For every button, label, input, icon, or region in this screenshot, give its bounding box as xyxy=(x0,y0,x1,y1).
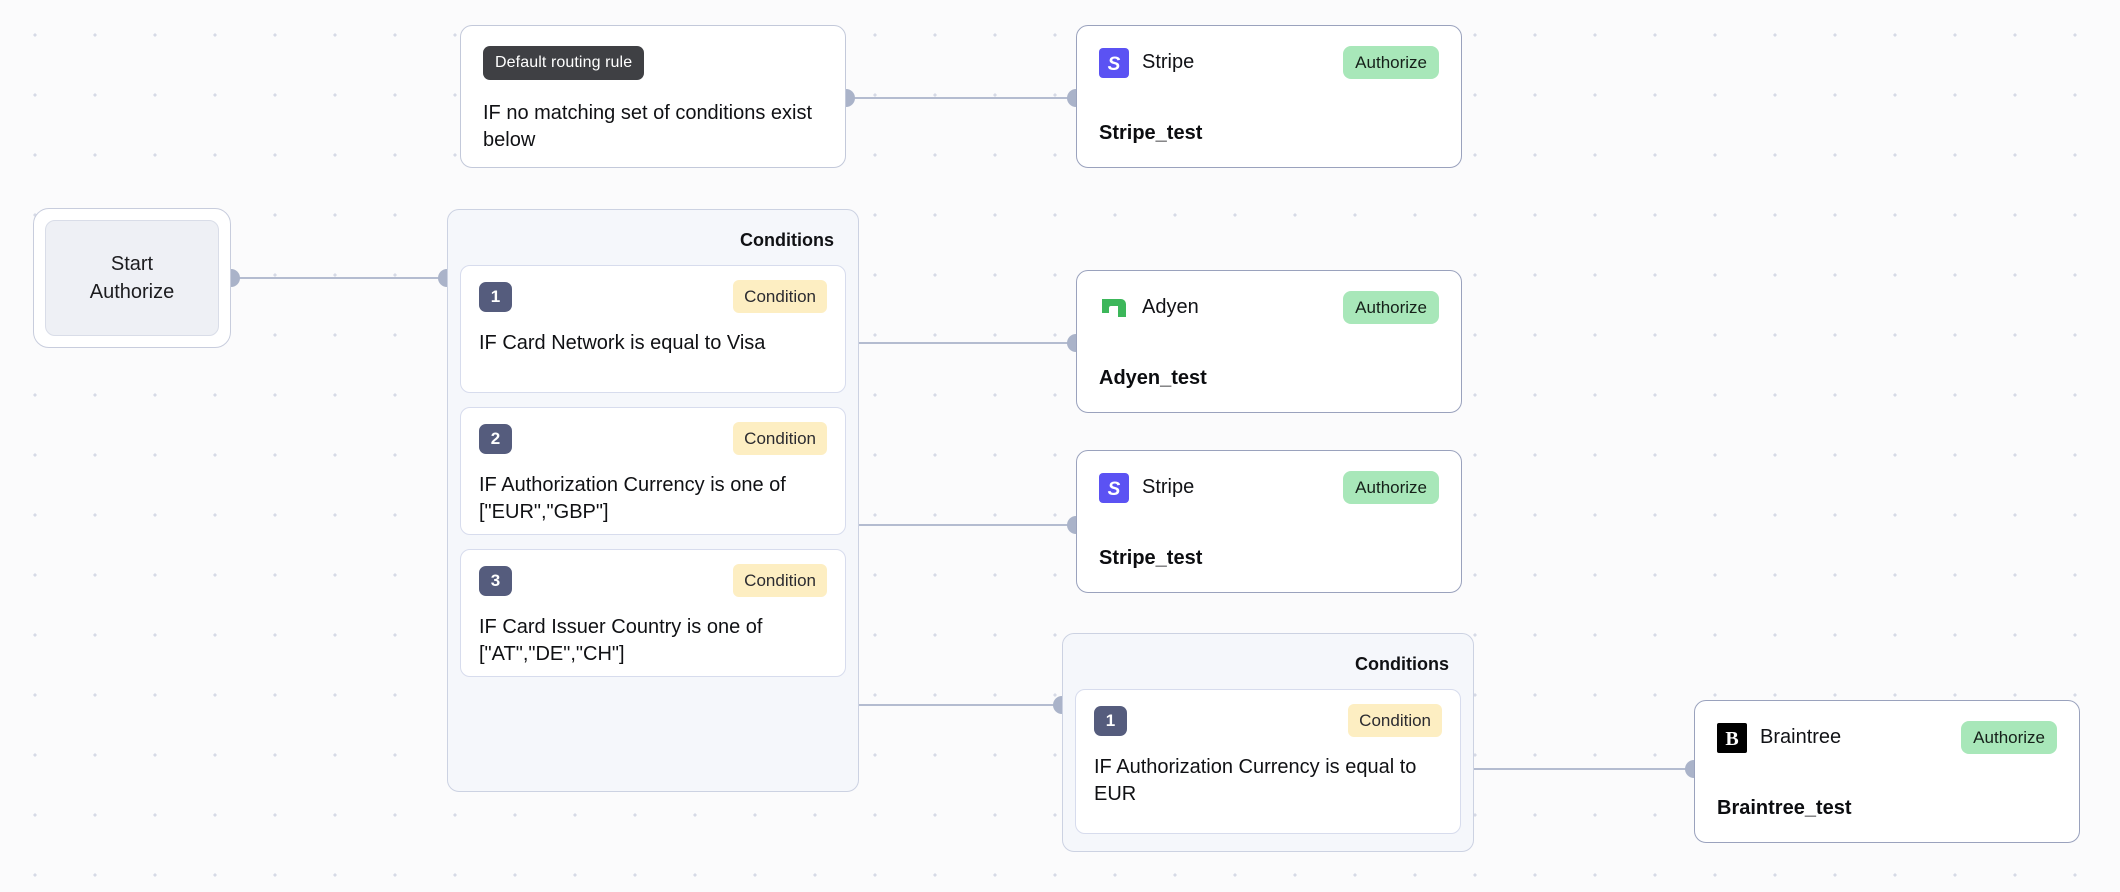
processor-stripe-2-tag: Authorize xyxy=(1343,471,1439,504)
processor-stripe-2-head: S Stripe Authorize xyxy=(1099,471,1439,504)
condition-card-4-tag: Condition xyxy=(1348,704,1442,737)
default-routing-rule-badge: Default routing rule xyxy=(483,46,645,80)
condition-card-2-number: 2 xyxy=(479,423,512,454)
condition-card-1-number: 1 xyxy=(479,281,512,312)
processor-stripe-2-identity: S Stripe xyxy=(1099,472,1195,503)
processor-adyen-identity: Adyen xyxy=(1099,292,1199,323)
processor-stripe-2-name: Stripe xyxy=(1142,476,1195,498)
conditions-group-1-title: Conditions xyxy=(740,230,834,250)
condition-card-3[interactable]: 3 Condition IF Card Issuer Country is on… xyxy=(460,549,846,677)
default-routing-rule-text: IF no matching set of conditions exist b… xyxy=(483,102,813,151)
processor-adyen-tag: Authorize xyxy=(1343,291,1439,324)
stripe-logo-icon: S xyxy=(1099,47,1129,78)
svg-text:S: S xyxy=(1108,479,1121,500)
processor-node-adyen[interactable]: Adyen Authorize Adyen_test xyxy=(1076,270,1462,413)
processor-braintree-tag: Authorize xyxy=(1961,721,2057,754)
condition-card-4[interactable]: 1 Condition IF Authorization Currency is… xyxy=(1075,689,1461,834)
condition-card-2[interactable]: 2 Condition IF Authorization Currency is… xyxy=(460,407,846,535)
condition-card-2-head: 2 Condition xyxy=(479,422,827,455)
processor-braintree-identity: B Braintree xyxy=(1717,722,1842,753)
condition-card-2-text: IF Authorization Currency is one of ["EU… xyxy=(479,474,786,523)
processor-stripe-1-label: Stripe_test xyxy=(1099,122,1203,144)
condition-card-1-text: IF Card Network is equal to Visa xyxy=(479,332,766,354)
processor-braintree-name: Braintree xyxy=(1760,726,1842,748)
start-authorize-node[interactable]: Start Authorize xyxy=(33,208,231,348)
stripe-logo-icon: S xyxy=(1099,472,1129,503)
condition-card-1-head: 1 Condition xyxy=(479,280,827,313)
processor-adyen-name: Adyen xyxy=(1142,296,1199,318)
start-line-2: Authorize xyxy=(89,281,175,303)
condition-card-1[interactable]: 1 Condition IF Card Network is equal to … xyxy=(460,265,846,393)
processor-adyen-label: Adyen_test xyxy=(1099,367,1207,389)
condition-card-4-text: IF Authorization Currency is equal to EU… xyxy=(1094,756,1417,805)
processor-stripe-1-identity: S Stripe xyxy=(1099,47,1195,78)
conditions-group-2[interactable]: Conditions 1 Condition IF Authorization … xyxy=(1062,633,1474,852)
processor-braintree-label: Braintree_test xyxy=(1717,797,1852,819)
condition-card-4-number: 1 xyxy=(1094,705,1127,736)
start-authorize-label: Start Authorize xyxy=(45,220,219,336)
condition-card-3-number: 3 xyxy=(479,565,512,596)
condition-card-2-tag: Condition xyxy=(733,422,827,455)
processor-node-stripe-1[interactable]: S Stripe Authorize Stripe_test xyxy=(1076,25,1462,168)
conditions-group-2-title: Conditions xyxy=(1355,654,1449,674)
condition-card-3-text: IF Card Issuer Country is one of ["AT","… xyxy=(479,616,763,665)
condition-card-1-tag: Condition xyxy=(733,280,827,313)
conditions-group-1[interactable]: Conditions 1 Condition IF Card Network i… xyxy=(447,209,859,792)
adyen-logo-icon xyxy=(1099,292,1129,323)
processor-stripe-1-head: S Stripe Authorize xyxy=(1099,46,1439,79)
condition-card-4-head: 1 Condition xyxy=(1094,704,1442,737)
processor-stripe-1-name: Stripe xyxy=(1142,51,1195,73)
processor-stripe-2-label: Stripe_test xyxy=(1099,547,1203,569)
default-routing-rule-node[interactable]: Default routing rule IF no matching set … xyxy=(460,25,846,168)
start-line-1: Start xyxy=(110,252,154,275)
processor-braintree-head: B Braintree Authorize xyxy=(1717,721,2057,754)
processor-node-braintree[interactable]: B Braintree Authorize Braintree_test xyxy=(1694,700,2080,843)
svg-text:S: S xyxy=(1108,54,1121,75)
braintree-logo-icon: B xyxy=(1717,722,1747,753)
processor-stripe-1-tag: Authorize xyxy=(1343,46,1439,79)
processor-node-stripe-2[interactable]: S Stripe Authorize Stripe_test xyxy=(1076,450,1462,593)
condition-card-3-tag: Condition xyxy=(733,564,827,597)
condition-card-3-head: 3 Condition xyxy=(479,564,827,597)
processor-adyen-head: Adyen Authorize xyxy=(1099,291,1439,324)
svg-text:B: B xyxy=(1725,728,1738,750)
